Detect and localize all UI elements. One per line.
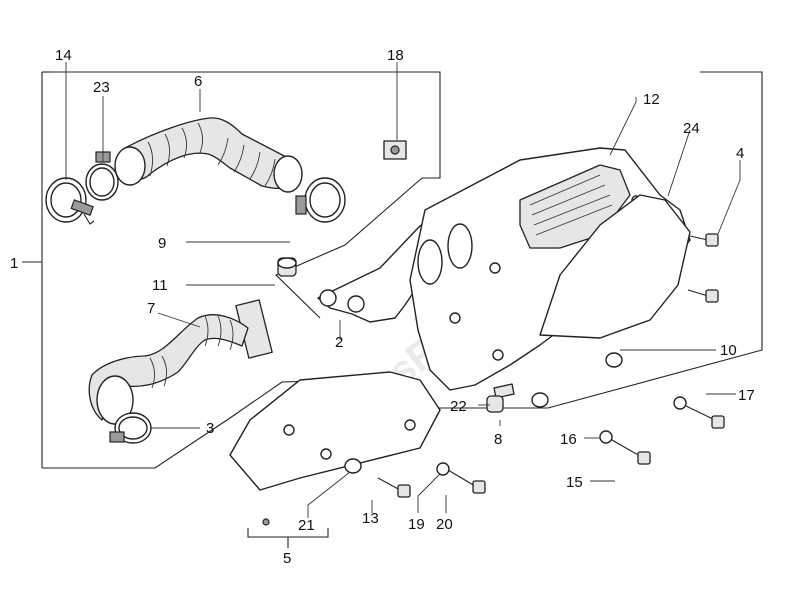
callout-19: 19: [408, 516, 425, 533]
callout-11: 11: [152, 277, 168, 294]
assembly-bracket-5: [247, 528, 329, 538]
callout-16: 16: [560, 431, 577, 448]
callout-10: 10: [720, 342, 737, 359]
washer-19: [436, 462, 450, 476]
callout-6: 6: [194, 73, 202, 90]
plug-8: [486, 395, 504, 413]
assembly-bracket-1: [48, 71, 441, 319]
hose-clamp-3: [109, 412, 152, 444]
retaining-clip-18: [383, 140, 407, 160]
hose-clamp-23: [85, 151, 119, 201]
callout-12: 12: [643, 91, 660, 108]
callout-5: 5: [283, 550, 291, 567]
callout-3: 3: [206, 420, 214, 437]
grommet-21: [344, 458, 362, 474]
callout-1: 1: [10, 255, 18, 272]
callout-22: 22: [450, 398, 467, 415]
hose-clamp-14: [45, 177, 95, 225]
bolt-13: [377, 477, 411, 498]
callout-2: 2: [335, 334, 343, 351]
washer-16: [599, 430, 613, 444]
callout-15: 15: [566, 474, 583, 491]
bolt-15: [611, 439, 651, 465]
callout-13: 13: [362, 510, 379, 527]
callout-17: 17: [738, 387, 755, 404]
spacer-sleeve-11: [277, 257, 297, 277]
bolt-20: [447, 469, 486, 494]
washer-17: [673, 396, 687, 410]
intake-hose-6: [114, 117, 303, 193]
callout-7: 7: [147, 300, 155, 317]
callout-23: 23: [93, 79, 110, 96]
callout-9: 9: [158, 235, 166, 252]
callout-4: 4: [736, 145, 744, 162]
filter-cover-24: [539, 194, 691, 339]
bolt-17: [685, 405, 725, 429]
intake-duct-7: [88, 299, 273, 425]
leader-lines: [65, 62, 741, 518]
callout-labels: 1 2 3 4 5 6 7 8 9 10 11 12 13 14 15 16 1…: [10, 47, 755, 567]
washer-10: [531, 352, 623, 408]
screw-4: [687, 233, 719, 303]
callout-14: 14: [55, 47, 72, 64]
callout-20: 20: [436, 516, 453, 533]
base-plate-5: [229, 371, 441, 526]
callout-18: 18: [387, 47, 404, 64]
hose-clamp-9: [295, 177, 346, 223]
clip-22: [493, 383, 515, 399]
callout-24: 24: [683, 120, 700, 137]
callout-21: 21: [298, 517, 315, 534]
callout-8: 8: [494, 431, 502, 448]
